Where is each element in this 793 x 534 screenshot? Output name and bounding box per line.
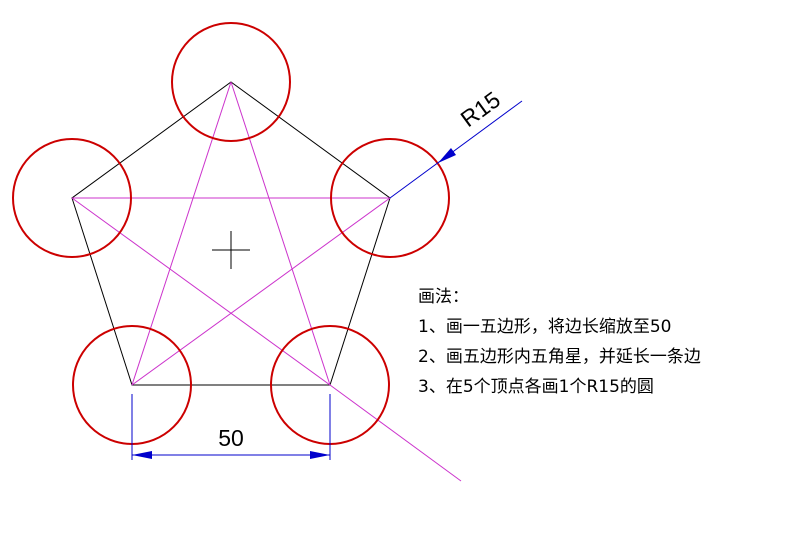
drawing-instructions: 画法： 1、画一五边形，将边长缩放至50 2、画五边形内五角星，并延长一条边 3…: [418, 282, 701, 402]
radius-leader-line: [389, 100, 523, 199]
circle-left: [12, 138, 132, 258]
arrow-left: [132, 451, 152, 459]
instruction-step-2: 2、画五边形内五角星，并延长一条边: [418, 347, 701, 367]
instructions-title: 画法：: [418, 287, 469, 307]
radius-arrow: [438, 148, 456, 163]
instruction-step-3: 3、在5个顶点各画1个R15的圆: [418, 377, 654, 397]
star-extension-line: [329, 384, 462, 482]
star-line-4: [131, 197, 391, 386]
radius-label: R15: [456, 86, 505, 132]
star-line-1: [230, 81, 331, 386]
arrow-right: [310, 451, 330, 459]
instruction-step-1: 1、画一五边形，将边长缩放至50: [418, 317, 672, 337]
star-line-2: [71, 197, 331, 386]
side-length-label: 50: [218, 425, 244, 451]
circle-right: [330, 138, 450, 258]
pentagon: [71, 81, 391, 386]
star-line-5: [131, 81, 232, 386]
circle-top: [171, 22, 291, 142]
linear-dimension: [131, 394, 331, 460]
five-point-star: [71, 81, 462, 482]
radius-dimension: [389, 100, 523, 199]
center-mark: [212, 231, 250, 269]
